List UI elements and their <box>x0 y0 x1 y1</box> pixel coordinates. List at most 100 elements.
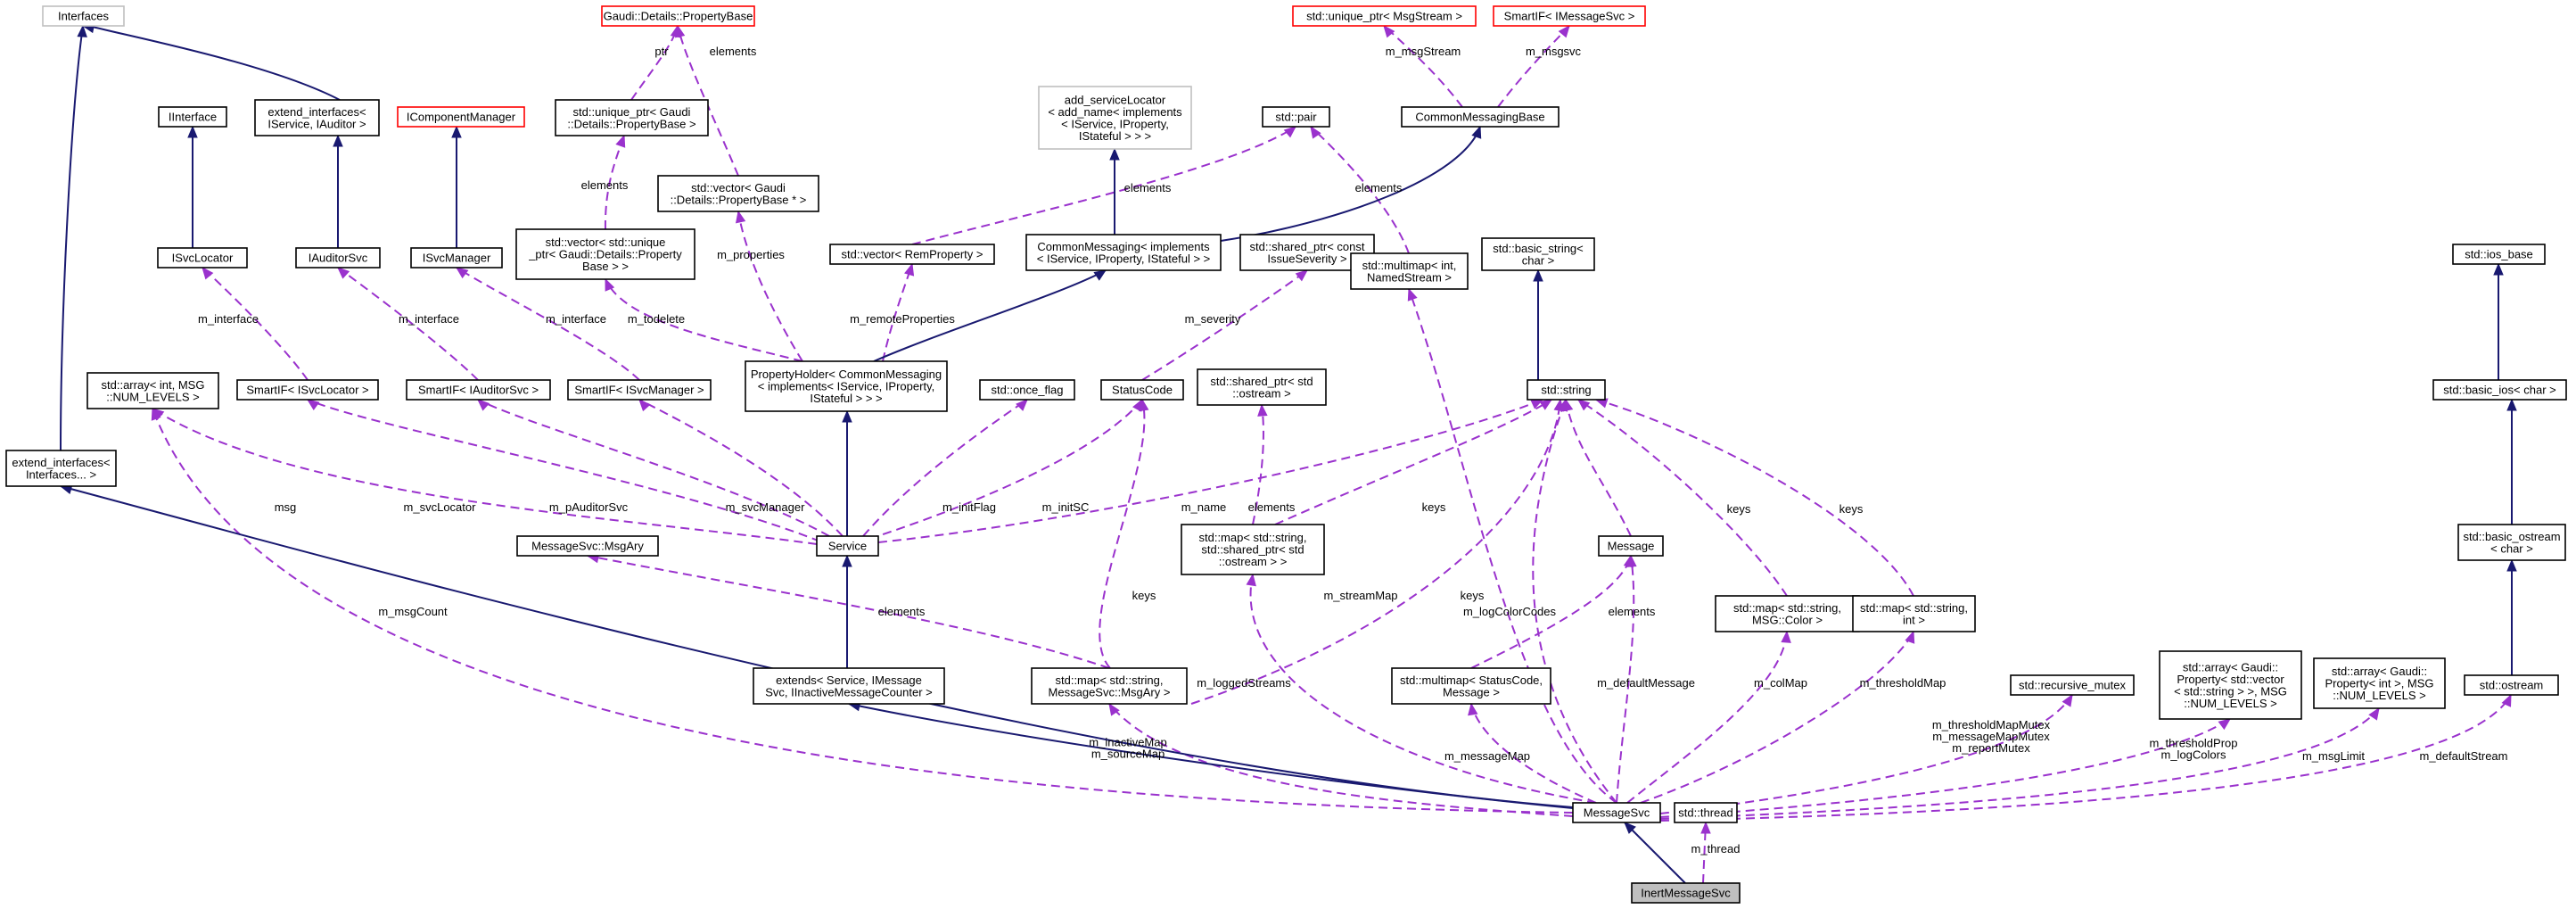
class-node-isvcmanager[interactable]: ISvcManager <box>410 247 503 269</box>
class-node-ios-base[interactable]: std::ios_base <box>2452 244 2546 265</box>
usage-edge <box>151 408 818 545</box>
class-node-smartif-imsgsvc[interactable]: SmartIF< IMessageSvc > <box>1493 5 1646 27</box>
class-node-uptr-msgstream[interactable]: std::unique_ptr< MsgStream > <box>1292 5 1477 27</box>
class-node-vec-propbase-ptr[interactable]: std::vector< Gaudi::Details::PropertyBas… <box>657 175 819 212</box>
class-node-map-str-color[interactable]: std::map< std::string,MSG::Color > <box>1715 595 1860 632</box>
class-node-map-str-int[interactable]: std::map< std::string,int > <box>1852 595 1976 632</box>
class-node-vec-remprop[interactable]: std::vector< RemProperty > <box>829 244 995 265</box>
edge-line <box>1659 694 2512 822</box>
arrowhead-icon <box>306 399 320 411</box>
class-node-std-pair[interactable]: std::pair <box>1262 106 1330 128</box>
node-label: SmartIF< ISvcManager > <box>574 384 704 397</box>
class-node-multimap-sc[interactable]: std::multimap< StatusCode,Message > <box>1391 667 1551 705</box>
node-box <box>1292 5 1477 27</box>
class-node-statuscode[interactable]: StatusCode <box>1100 379 1184 401</box>
node-label: std::basic_string<char > <box>1493 242 1584 268</box>
node-label: std::map< std::string,MSG::Color > <box>1733 601 1841 627</box>
edge-line <box>868 399 1143 540</box>
arrowhead-icon <box>2493 262 2504 276</box>
edge-line <box>88 25 341 101</box>
edge-label-m-svcManager: m_svcManager <box>726 500 806 514</box>
class-node-std-string[interactable]: std::string <box>1527 379 1606 401</box>
class-node-sptr-ostream[interactable]: std::shared_ptr< std::ostream > <box>1197 368 1327 406</box>
node-box <box>254 99 380 136</box>
usage-edge <box>1108 702 1574 817</box>
node-label: std::pair <box>1275 111 1317 124</box>
usage-edge <box>911 126 1296 245</box>
class-node-basic-ios[interactable]: std::basic_ios< char > <box>2432 379 2567 401</box>
arrowhead-icon <box>2501 693 2512 707</box>
node-box <box>86 372 219 409</box>
usage-edge <box>1099 398 1149 669</box>
node-box <box>2452 244 2546 265</box>
edge-line <box>1470 703 1597 804</box>
class-node-uptr-propbase[interactable]: std::unique_ptr< Gaudi::Details::Propert… <box>555 99 709 136</box>
class-node-array-nlevels[interactable]: std::array< int, MSG::NUM_LEVELS > <box>86 372 219 409</box>
class-node-smartif-isvcloc[interactable]: SmartIF< ISvcLocator > <box>236 379 379 401</box>
class-node-multimap-int[interactable]: std::multimap< int,NamedStream > <box>1350 252 1469 290</box>
arrowhead-icon <box>337 267 350 279</box>
node-box <box>1262 106 1330 128</box>
class-node-commsg[interactable]: CommonMessaging< implements< IService, I… <box>1025 234 1222 271</box>
edge-label-m-interface-2: m_interface <box>399 312 459 326</box>
node-label: std::basic_ostream< char > <box>2463 530 2560 556</box>
arrowhead-icon <box>77 24 87 37</box>
edge-label-elements-pb: elements <box>710 45 757 58</box>
class-node-array-prop-int[interactable]: std::array< Gaudi::Property< int >, MSG:… <box>2313 657 2446 709</box>
inheritance-edge <box>1220 125 1482 242</box>
class-node-iinterface[interactable]: IInterface <box>158 106 227 128</box>
class-node-commsgbase[interactable]: CommonMessagingBase <box>1401 106 1560 128</box>
node-label: Service <box>828 540 867 553</box>
class-node-add-svcloc[interactable]: add_serviceLocator< add_name< implements… <box>1038 86 1192 150</box>
class-node-std-ostream[interactable]: std::ostream <box>2464 674 2559 696</box>
edge-label-m-messageMap: m_messageMap <box>1444 749 1530 763</box>
class-node-map-str-msgary[interactable]: std::map< std::string,MessageSvc::MsgAry… <box>1031 667 1188 705</box>
class-node-isvclocator[interactable]: ISvcLocator <box>157 247 248 269</box>
node-label: Message <box>1608 540 1655 553</box>
class-node-array-vec-str[interactable]: std::array< Gaudi::Property< std::vector… <box>2159 650 2302 720</box>
node-box <box>406 379 551 401</box>
edge-label-m-svcLocator: m_svcLocator <box>404 500 477 514</box>
edge-label-m-name: m_name <box>1181 500 1227 514</box>
class-node-messagesvc[interactable]: MessageSvc <box>1572 802 1661 823</box>
class-node-propbase[interactable]: Gaudi::Details::PropertyBase <box>601 5 755 27</box>
class-node-vec-uptr-propbase[interactable]: std::vector< std::unique_ptr< Gaudi::Det… <box>515 228 695 280</box>
usage-edge <box>337 267 479 381</box>
class-node-ext-isvc-iauditor[interactable]: extend_interfaces<IService, IAuditor > <box>254 99 380 136</box>
arrowhead-icon <box>451 125 462 138</box>
inheritance-edge <box>1624 822 1686 884</box>
class-node-std-thread[interactable]: std::thread <box>1674 802 1738 823</box>
edge-line <box>1274 399 1552 525</box>
class-node-propholder[interactable]: PropertyHolder< CommonMessaging< impleme… <box>745 360 948 412</box>
edge-line <box>877 399 1543 543</box>
arrowhead-icon <box>1108 702 1120 716</box>
class-node-smartif-iauditorsvc[interactable]: SmartIF< IAuditorSvc > <box>406 379 551 401</box>
arrowhead-icon <box>477 399 490 411</box>
class-node-map-str-sptr[interactable]: std::map< std::string,std::shared_ptr< s… <box>1181 524 1325 575</box>
class-node-service[interactable]: Service <box>816 535 879 557</box>
arrowhead-icon <box>1283 126 1296 138</box>
usage-edge <box>1700 821 1711 884</box>
class-node-once-flag[interactable]: std::once_flag <box>979 379 1075 401</box>
class-node-iauditorsvc[interactable]: IAuditorSvc <box>295 247 381 269</box>
class-node-interfaces[interactable]: Interfaces <box>42 5 125 27</box>
arrowhead-icon <box>1093 269 1107 281</box>
arrowhead-icon <box>1624 822 1636 834</box>
class-node-message[interactable]: Message <box>1598 535 1664 557</box>
class-node-ext-interfaces[interactable]: extend_interfaces<Interfaces... > <box>5 450 117 487</box>
usage-edge <box>1246 573 1597 804</box>
edge-label-m-defaultMessage: m_defaultMessage <box>1597 676 1695 690</box>
class-node-rec-mutex[interactable]: std::recursive_mutex <box>2010 674 2135 696</box>
class-node-smartif-isvcmgr[interactable]: SmartIF< ISvcManager > <box>567 379 712 401</box>
class-node-icompmgr[interactable]: IComponentManager <box>397 106 525 128</box>
edge-line <box>152 408 818 545</box>
class-node-msgary[interactable]: MessageSvc::MsgAry <box>516 535 659 557</box>
class-node-basic-string[interactable]: std::basic_string<char > <box>1481 237 1595 271</box>
class-node-basic-ostream[interactable]: std::basic_ostream< char > <box>2457 524 2566 561</box>
node-label: std::map< std::string,MessageSvc::MsgAry… <box>1049 673 1171 699</box>
class-node-inertmsgsvc[interactable]: InertMessageSvc <box>1631 882 1741 904</box>
edge-line <box>307 399 821 542</box>
